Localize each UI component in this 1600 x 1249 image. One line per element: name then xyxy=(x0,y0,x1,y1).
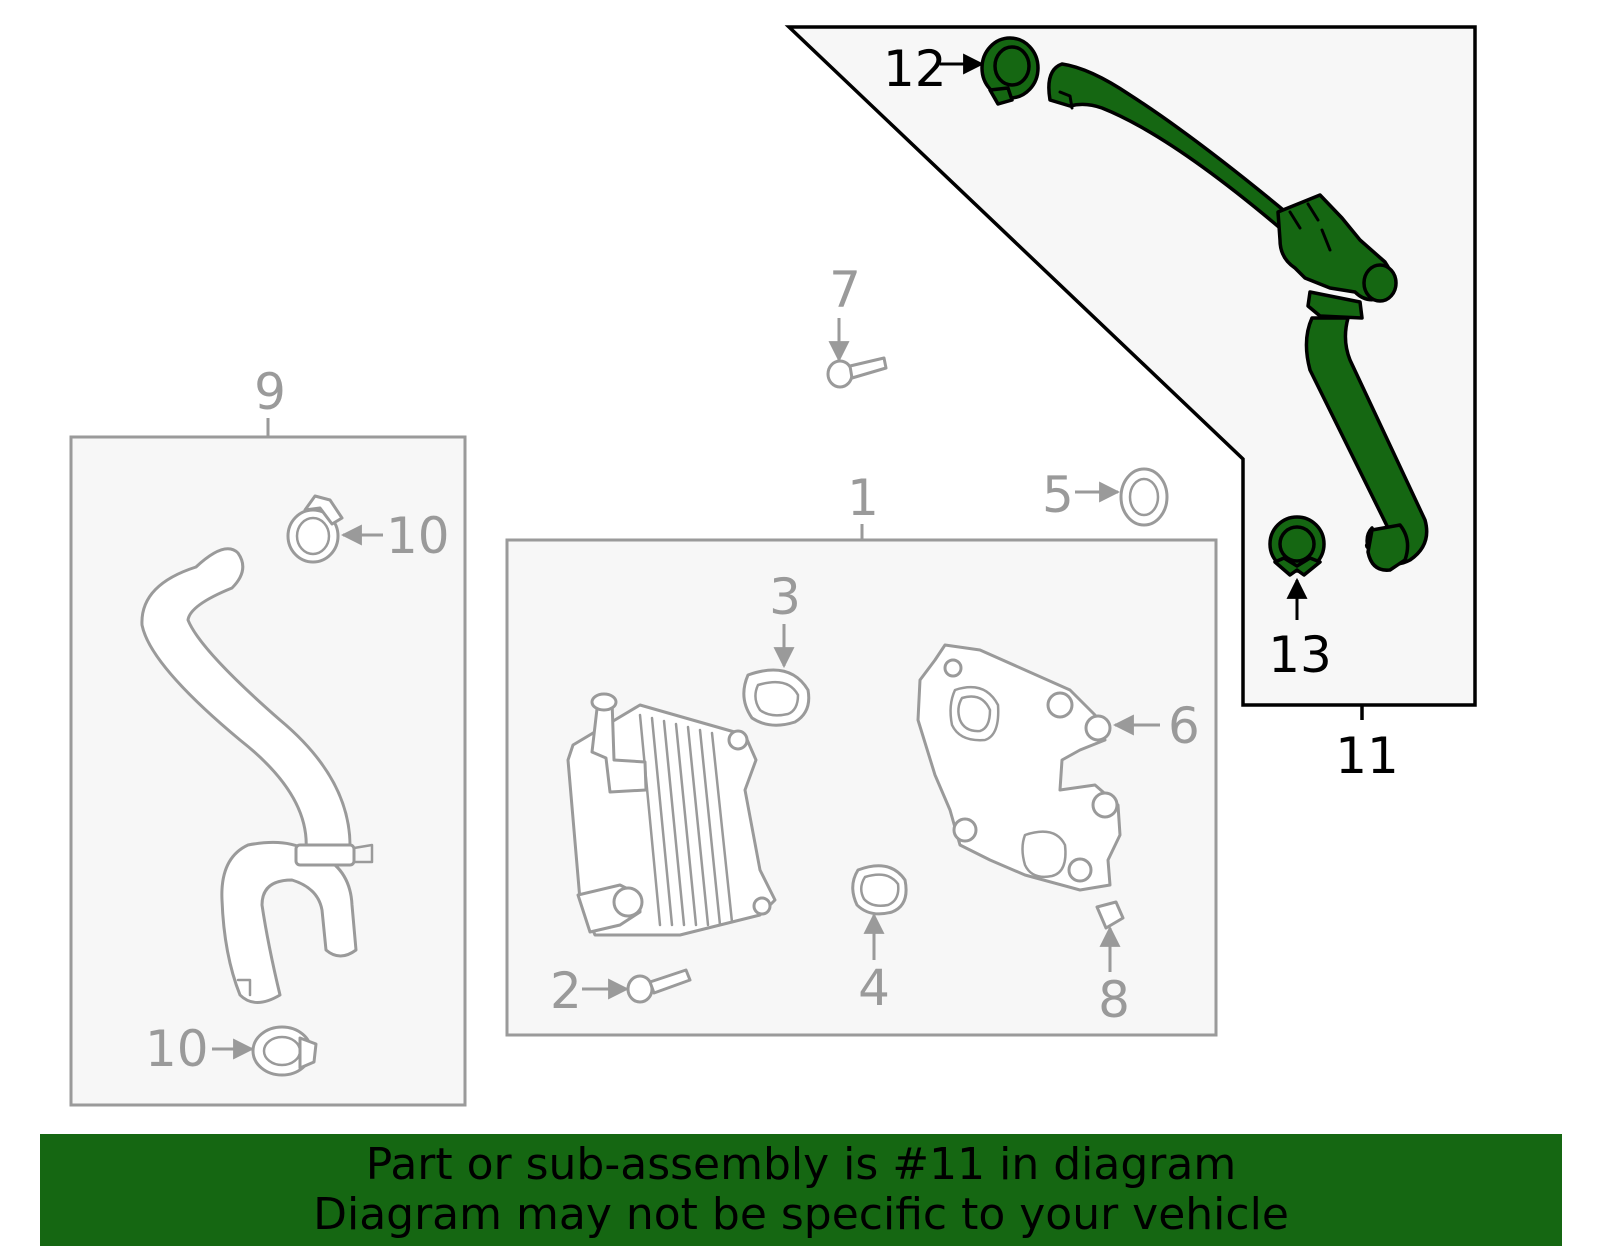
callout-12[interactable]: 12 xyxy=(883,40,947,98)
notice-banner: Part or sub-assembly is #11 in diagram D… xyxy=(40,1134,1562,1246)
gasket-4[interactable] xyxy=(851,864,908,916)
callout-7[interactable]: 7 xyxy=(829,261,861,319)
o-ring-5[interactable] xyxy=(1119,467,1169,527)
plug-8[interactable] xyxy=(1095,900,1125,930)
banner-line-part: Part or sub-assembly is #11 in diagram xyxy=(365,1139,1237,1190)
callout-5[interactable]: 5 xyxy=(1042,466,1074,524)
callout-1[interactable]: 1 xyxy=(847,469,879,527)
callout-8[interactable]: 8 xyxy=(1098,971,1130,1029)
housing-6[interactable] xyxy=(916,643,1122,892)
callout-13[interactable]: 13 xyxy=(1268,626,1332,684)
oil-cooler[interactable] xyxy=(566,692,777,937)
callout-3[interactable]: 3 xyxy=(769,568,801,626)
callout-10-top[interactable]: 10 xyxy=(386,507,450,565)
hose-11[interactable] xyxy=(1047,62,1429,572)
clamp-10-top[interactable] xyxy=(286,494,344,564)
bolt-2[interactable] xyxy=(626,968,692,1004)
callout-9[interactable]: 9 xyxy=(254,363,286,421)
callout-4[interactable]: 4 xyxy=(858,959,890,1017)
clamp-13[interactable] xyxy=(1268,515,1326,577)
gasket-3[interactable] xyxy=(742,668,811,727)
banner-line-disclaimer: Diagram may not be specific to your vehi… xyxy=(313,1189,1289,1240)
bolt-7[interactable] xyxy=(826,356,888,389)
callout-11[interactable]: 11 xyxy=(1335,727,1399,785)
callout-6[interactable]: 6 xyxy=(1168,697,1200,755)
hose-9[interactable] xyxy=(140,547,374,1004)
callout-2[interactable]: 2 xyxy=(550,962,582,1020)
callout-10-bottom[interactable]: 10 xyxy=(145,1020,209,1078)
